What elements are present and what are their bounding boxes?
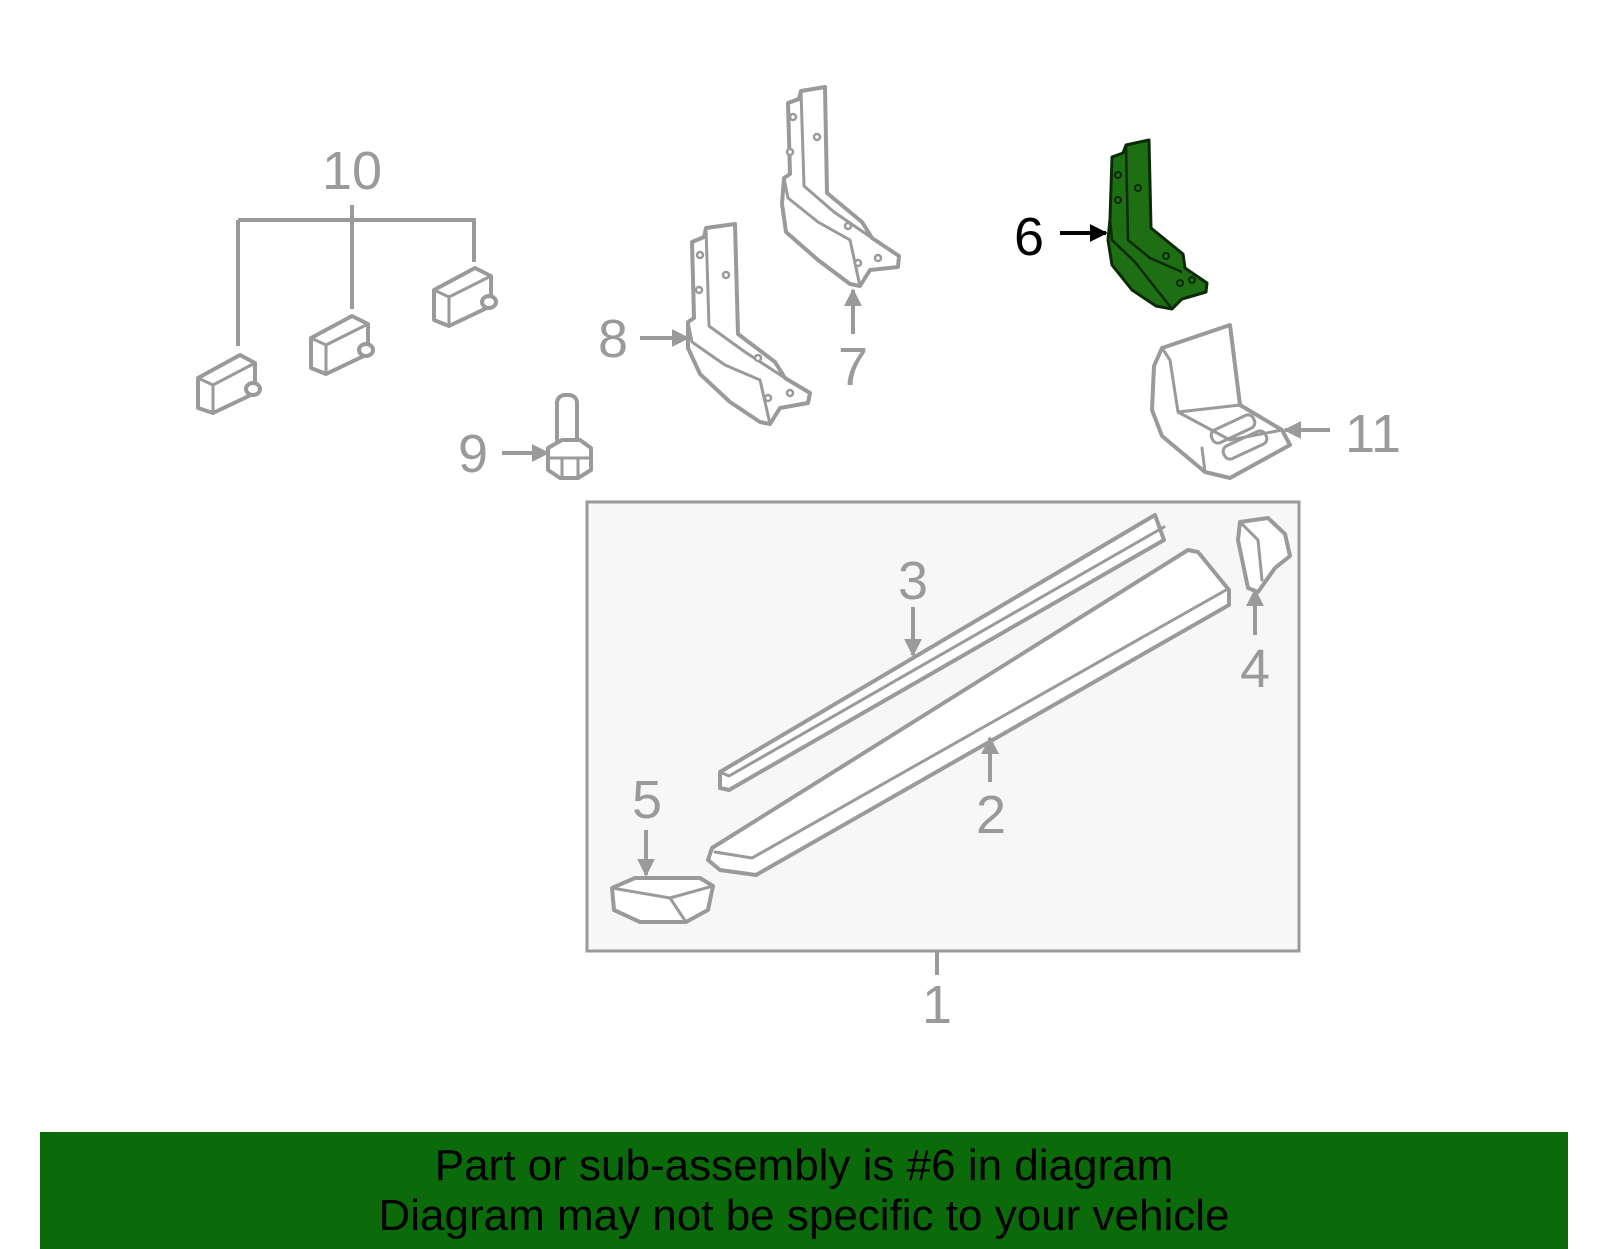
mounting-bracket-part-7 — [780, 85, 901, 288]
callout-9: 9 — [458, 424, 488, 484]
callout-3: 3 — [898, 551, 928, 611]
callout-2: 2 — [976, 785, 1006, 845]
callout-10: 10 — [322, 141, 382, 201]
callout-arrows — [502, 224, 1330, 877]
banner-line-2: Diagram may not be specific to your vehi… — [378, 1190, 1230, 1240]
step-support-part-11 — [1150, 323, 1292, 480]
clip-left — [196, 353, 262, 415]
info-banner: Part or sub-assembly is #6 in diagram Di… — [40, 1132, 1568, 1249]
mounting-bracket-part-8 — [686, 222, 812, 426]
bolt-part-9 — [546, 393, 593, 480]
clip-right — [432, 266, 498, 328]
callout-1: 1 — [922, 975, 952, 1035]
end-cap-part-4 — [1236, 516, 1292, 594]
callout-4: 4 — [1240, 639, 1270, 699]
callout-labels: 10 6 7 8 9 11 3 4 2 5 1 — [322, 141, 1401, 1035]
clips-part-10 — [196, 205, 498, 415]
clip-middle — [309, 314, 375, 376]
callout-6: 6 — [1014, 207, 1044, 267]
callout-8: 8 — [598, 309, 628, 369]
end-cap-part-5 — [610, 876, 715, 924]
callout-5: 5 — [632, 770, 662, 830]
callout-7: 7 — [838, 337, 868, 397]
step-pad-part-3 — [718, 513, 1166, 792]
callout-11: 11 — [1345, 404, 1401, 464]
running-board-part-2 — [706, 548, 1231, 877]
mounting-bracket-part-6 — [1106, 138, 1209, 311]
banner-line-1: Part or sub-assembly is #6 in diagram — [434, 1140, 1174, 1190]
